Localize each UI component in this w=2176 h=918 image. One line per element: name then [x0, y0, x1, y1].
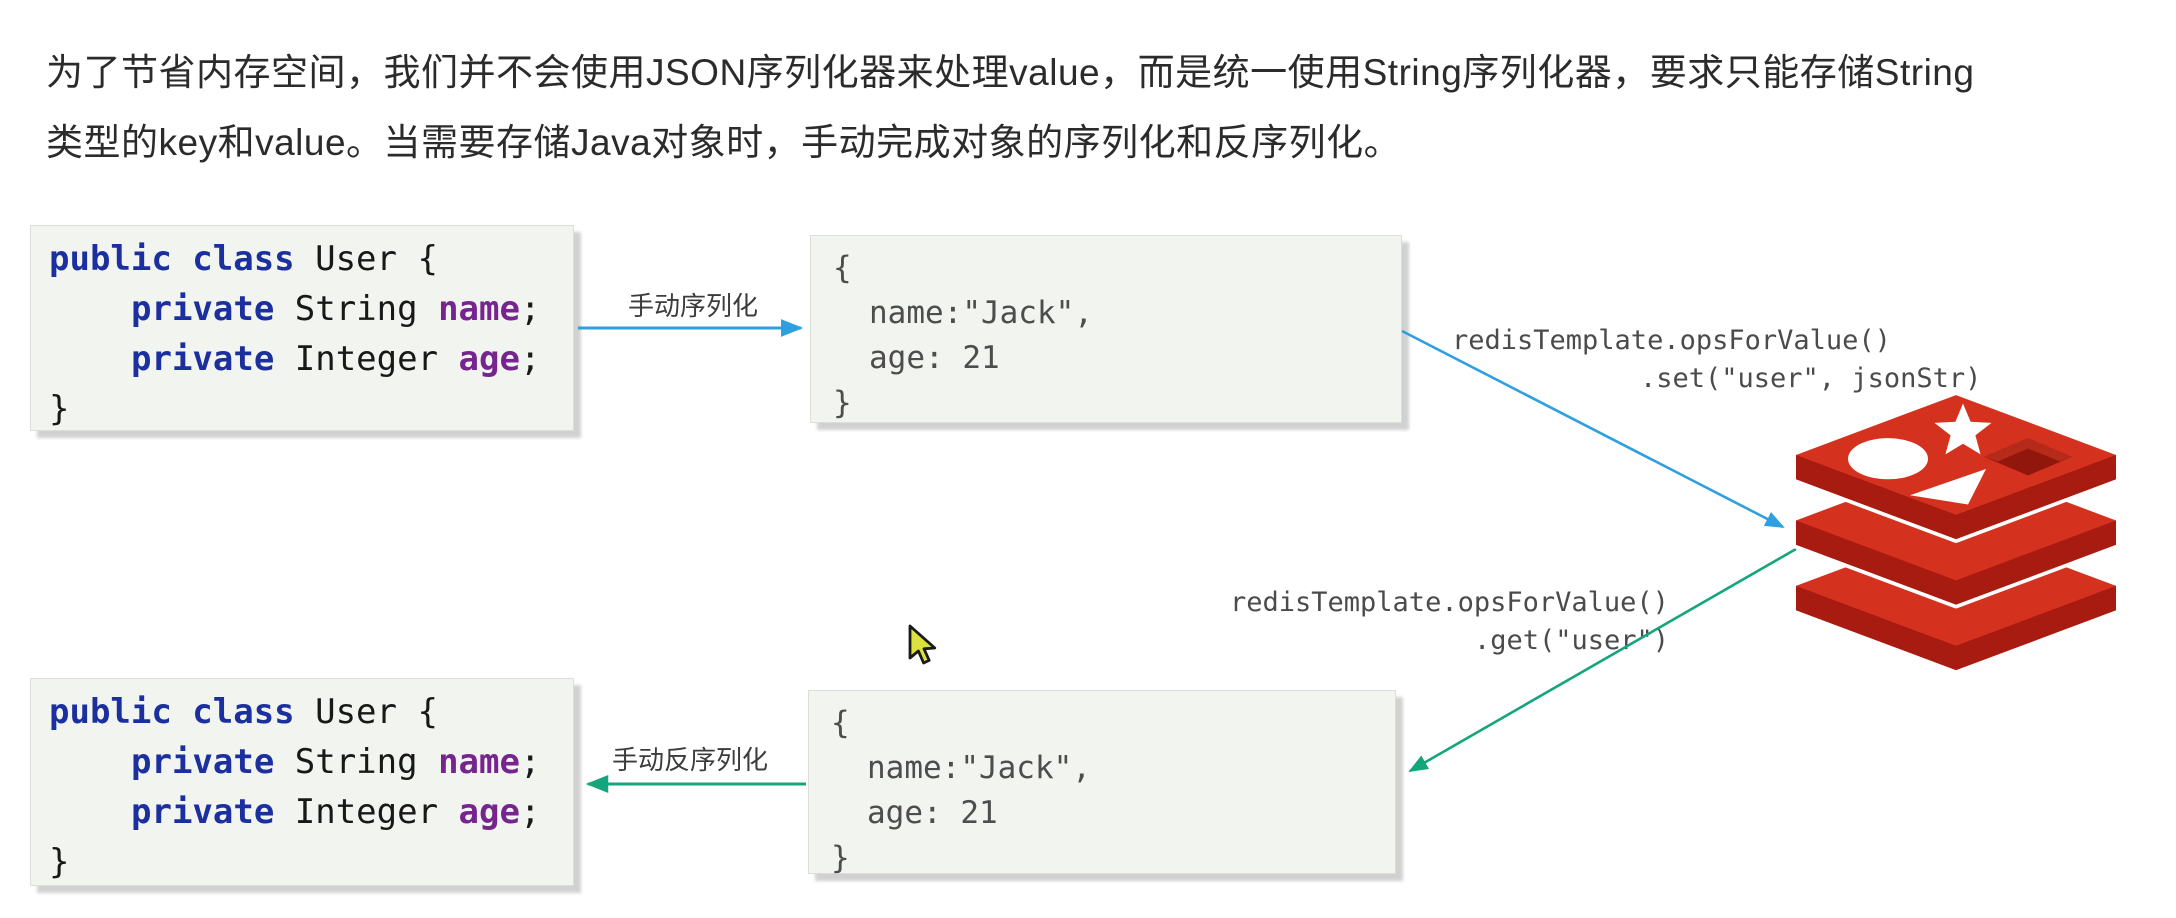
- redis-square-hole-wall: [1984, 438, 2072, 462]
- java-class-box-top: public class User { private String name;…: [30, 225, 574, 431]
- code-line: }: [49, 389, 70, 429]
- type-string: String: [274, 742, 439, 782]
- class-declaration-rest: User {: [294, 239, 438, 279]
- redis-get-call-line2: .get("user"): [1474, 625, 1670, 656]
- json-line: age: 21: [867, 795, 998, 831]
- code-line: private String name;: [49, 737, 573, 787]
- field-name: name: [438, 289, 520, 329]
- json-string-box-top: { name:"Jack", age: 21 }: [810, 235, 1402, 423]
- java-class-box-bottom: public class User { private String name;…: [30, 678, 574, 886]
- mouse-cursor-icon: [908, 624, 937, 665]
- intro-paragraph: 为了节省内存空间，我们并不会使用JSON序列化器来处理value，而是统一使用S…: [46, 38, 1974, 178]
- code-line: private Integer age;: [49, 787, 573, 837]
- json-line: name:"Jack",: [867, 750, 1091, 786]
- redis-triangle-shape: [1910, 469, 1986, 505]
- class-declaration-rest: User {: [294, 692, 438, 732]
- redis-set-call-line1: redisTemplate.opsForValue(): [1452, 325, 1891, 356]
- code-line: public class User {: [49, 687, 573, 737]
- json-line: name:"Jack",: [869, 295, 1093, 331]
- deserialize-arrow-label: 手动反序列化: [611, 745, 768, 775]
- keyword-public-class: public class: [49, 692, 295, 732]
- set-to-redis-arrow: [1401, 329, 1785, 529]
- semicolon: ;: [519, 289, 541, 329]
- field-name: name: [438, 742, 520, 782]
- code-line: private String name;: [49, 284, 573, 334]
- redis-circle-shape: [1848, 438, 1928, 480]
- redis-logo-icon: [1792, 391, 2120, 672]
- redis-get-call-line1: redisTemplate.opsForValue(): [1230, 587, 1669, 618]
- keyword-private: private: [131, 289, 275, 329]
- field-age: age: [458, 339, 520, 379]
- json-line: }: [833, 385, 852, 421]
- semicolon: ;: [519, 339, 541, 379]
- keyword-private: private: [131, 339, 275, 379]
- intro-line-2: 类型的key和value。当需要存储Java对象时，手动完成对象的序列化和反序列…: [46, 122, 1402, 163]
- semicolon: ;: [519, 792, 541, 832]
- field-age: age: [458, 792, 520, 832]
- json-line: {: [831, 705, 850, 741]
- redis-to-json-arrow: [1408, 547, 1797, 773]
- type-integer: Integer: [274, 792, 459, 832]
- redis-star-shape: [1934, 403, 1992, 455]
- keyword-private: private: [131, 792, 275, 832]
- type-integer: Integer: [274, 339, 459, 379]
- keyword-private: private: [131, 742, 275, 782]
- redis-layer-top: [1792, 391, 2120, 543]
- type-string: String: [274, 289, 439, 329]
- code-line: }: [49, 842, 70, 882]
- serialize-arrow-label: 手动序列化: [627, 291, 758, 321]
- code-line: public class User {: [49, 234, 573, 284]
- json-line: age: 21: [869, 340, 1000, 376]
- json-line: {: [833, 250, 852, 286]
- code-line: private Integer age;: [49, 334, 573, 384]
- semicolon: ;: [519, 742, 541, 782]
- intro-line-1: 为了节省内存空间，我们并不会使用JSON序列化器来处理value，而是统一使用S…: [46, 52, 1975, 93]
- json-string-box-bottom: { name:"Jack", age: 21 }: [808, 690, 1396, 876]
- keyword-public-class: public class: [49, 239, 295, 279]
- json-line: }: [831, 840, 850, 876]
